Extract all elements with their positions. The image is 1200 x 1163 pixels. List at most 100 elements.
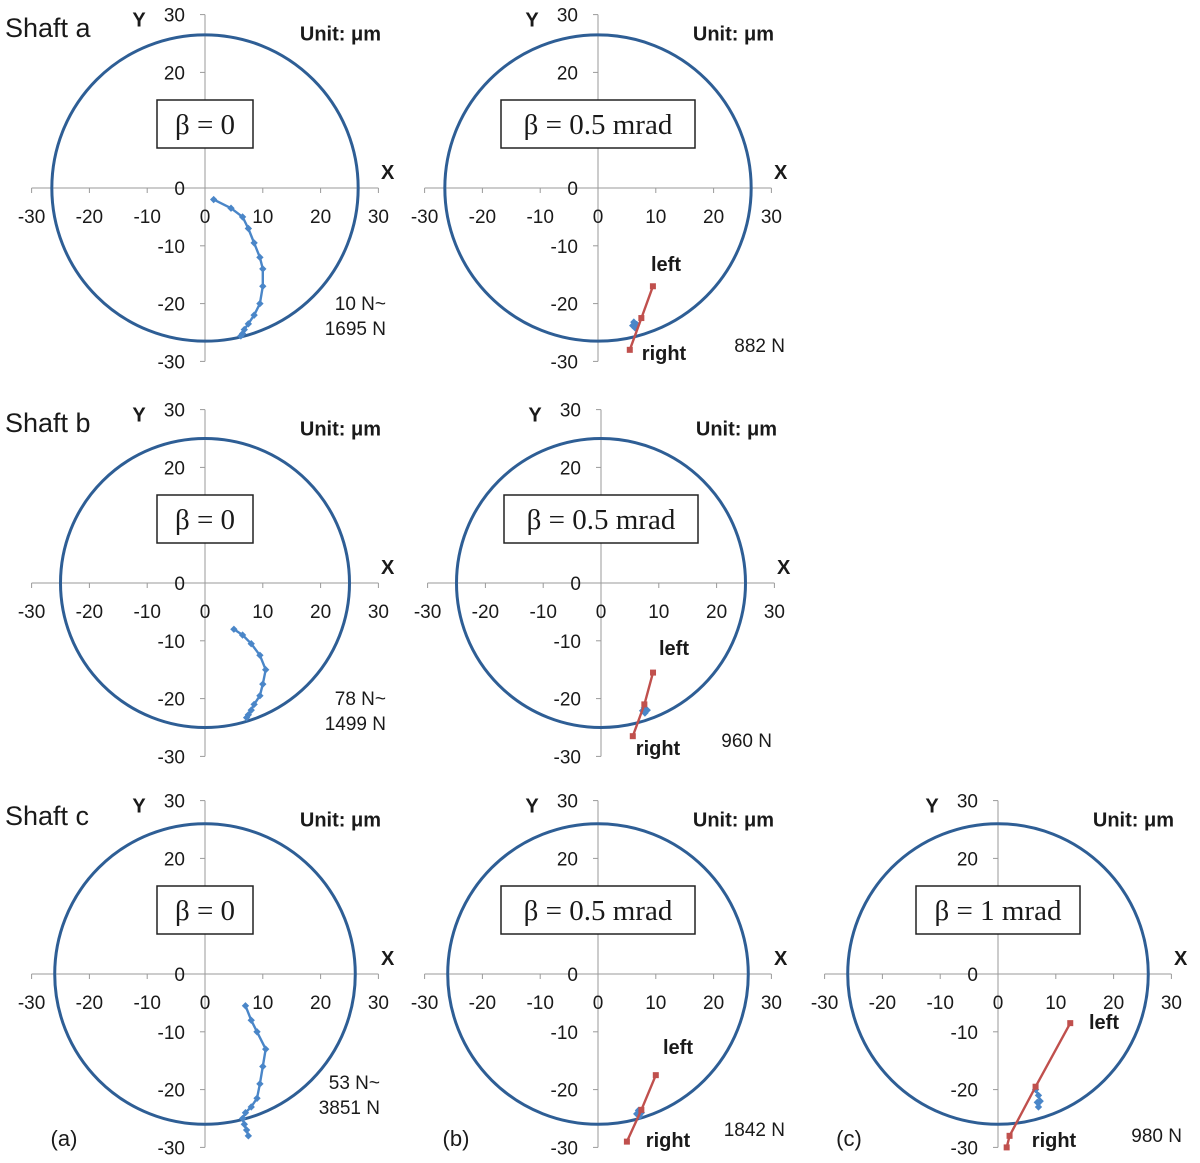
- y-tick-label: 30: [957, 792, 978, 813]
- x-tick-label: 0: [200, 602, 211, 623]
- orbit-point: [250, 311, 258, 319]
- orbit-panel-5: -30-30-20-20-10-1001010202030300YXUnit: …: [18, 792, 395, 1160]
- unit-label: Unit: μm: [696, 419, 777, 441]
- x-axis-name: X: [381, 948, 395, 970]
- y-axis-name: Y: [528, 405, 542, 427]
- orbit-point: [1032, 1083, 1039, 1090]
- right-end-label: right: [646, 1130, 691, 1152]
- y-tick-label: -30: [158, 747, 185, 768]
- orbit-point: [242, 713, 251, 722]
- orbit-point: [238, 631, 247, 639]
- beta-box: [156, 885, 254, 935]
- orbit-point: [626, 346, 633, 353]
- x-tick-label: -20: [76, 207, 103, 228]
- beta-label: β = 0.5 mrad: [524, 109, 673, 141]
- y-tick-label: -30: [158, 1138, 185, 1159]
- y-axis-name: Y: [132, 796, 146, 818]
- x-tick-label: -30: [18, 207, 45, 228]
- unit-label: Unit: μm: [693, 810, 774, 832]
- x-tick-label: 0: [200, 207, 211, 228]
- beta-label: β = 0.5 mrad: [527, 504, 676, 536]
- x-tick-label: -10: [133, 602, 160, 623]
- orbit-point: [641, 701, 648, 708]
- unit-label: Unit: μm: [693, 24, 774, 46]
- x-tick-label: 30: [761, 993, 782, 1014]
- load-label: 960 N: [721, 731, 772, 752]
- orbit-point: [623, 1138, 630, 1145]
- beta-label: β = 0: [175, 109, 235, 141]
- y-tick-label: 0: [570, 574, 581, 595]
- orbit-point: [638, 315, 645, 322]
- load-label: 3851 N: [319, 1098, 380, 1119]
- x-tick-label: -10: [133, 207, 160, 228]
- shaft-label-c: Shaft c: [5, 801, 89, 831]
- y-tick-label: -20: [551, 1081, 578, 1102]
- x-tick-label: 0: [596, 602, 607, 623]
- orbit-point: [259, 282, 267, 290]
- x-tick-label: -20: [76, 602, 103, 623]
- beta-box: [156, 99, 254, 149]
- load-label: 980 N: [1131, 1126, 1182, 1147]
- y-tick-label: 30: [164, 6, 185, 27]
- y-tick-label: 0: [567, 965, 578, 986]
- x-tick-label: 10: [648, 602, 669, 623]
- y-tick-label: -20: [551, 295, 578, 316]
- x-tick-label: 10: [252, 602, 273, 623]
- x-tick-label: -30: [18, 602, 45, 623]
- y-tick-label: -30: [158, 352, 185, 373]
- y-axis-name: Y: [525, 796, 539, 818]
- orbit-point: [241, 1002, 250, 1010]
- x-tick-label: -10: [526, 207, 553, 228]
- orbit-point: [259, 680, 267, 688]
- x-tick-label: -10: [526, 993, 553, 1014]
- x-tick-label: -20: [76, 993, 103, 1014]
- x-tick-label: 20: [706, 602, 727, 623]
- x-tick-label: 10: [252, 207, 273, 228]
- x-tick-label: 0: [593, 207, 604, 228]
- load-label: 53 N~: [329, 1073, 380, 1094]
- beta-label: β = 0.5 mrad: [524, 895, 673, 927]
- orbit-panel-4: -30-30-20-20-10-1001010202030300YXUnit: …: [414, 401, 791, 769]
- orbit-point: [1033, 1098, 1041, 1106]
- beta-label: β = 1 mrad: [935, 895, 1062, 927]
- orbit-point: [244, 224, 253, 233]
- unit-label: Unit: μm: [300, 810, 381, 832]
- beta-box: [500, 885, 696, 935]
- beta-label: β = 0: [175, 504, 235, 536]
- y-tick-label: 0: [174, 965, 185, 986]
- clearance-circle: [59, 437, 351, 729]
- left-end-label: left: [659, 638, 689, 660]
- orbit-point: [259, 1062, 267, 1071]
- x-tick-label: 0: [200, 993, 211, 1014]
- clearance-circle: [53, 822, 357, 1126]
- y-tick-label: -30: [554, 747, 581, 768]
- y-tick-label: 0: [967, 965, 978, 986]
- x-tick-label: 30: [761, 207, 782, 228]
- left-end-label: left: [1089, 1012, 1119, 1034]
- orbit-point: [652, 1072, 659, 1079]
- y-tick-label: 20: [164, 849, 185, 870]
- x-tick-label: 10: [645, 207, 666, 228]
- x-axis-name: X: [774, 162, 788, 184]
- y-tick-label: -10: [554, 632, 581, 653]
- x-axis-name: X: [777, 557, 791, 579]
- x-tick-label: 30: [368, 207, 389, 228]
- x-tick-label: -30: [411, 207, 438, 228]
- orbit-point: [262, 666, 270, 674]
- panel-letter-c: (c): [836, 1126, 862, 1151]
- orbit-point: [638, 1106, 645, 1113]
- orbit-panel-7: -30-30-20-20-10-1001010202030300YXUnit: …: [811, 792, 1188, 1160]
- orbit-point: [629, 733, 636, 740]
- orbit-point: [649, 283, 656, 290]
- right-end-label: right: [1032, 1130, 1077, 1152]
- unit-label: Unit: μm: [1093, 810, 1174, 832]
- unit-label: Unit: μm: [300, 419, 381, 441]
- x-axis-name: X: [774, 948, 788, 970]
- orbit-panel-6: -30-30-20-20-10-1001010202030300YXUnit: …: [411, 792, 788, 1160]
- beta-label: β = 0: [175, 895, 235, 927]
- x-tick-label: 30: [1161, 993, 1182, 1014]
- shaft-label-b: Shaft b: [5, 408, 91, 438]
- orbit-point: [259, 265, 267, 273]
- beta-box: [503, 494, 699, 544]
